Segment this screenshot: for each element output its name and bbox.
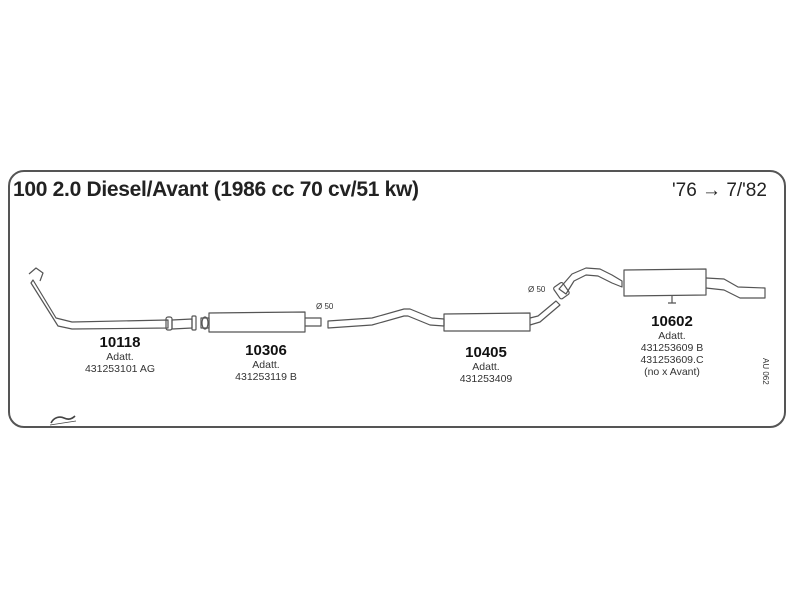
diagram-panel	[8, 170, 786, 428]
part-10602: 10602 Adatt. 431253609 B 431253609.C (no…	[617, 313, 727, 378]
muffler-10306	[208, 311, 306, 333]
pipe-joint	[171, 318, 193, 330]
part-line: 431253119 B	[235, 371, 297, 383]
part-line: (no x Avant)	[644, 366, 700, 378]
part-10118: 10118 Adatt. 431253101 AG	[70, 334, 170, 375]
pipe-inlet-10602	[558, 267, 623, 295]
part-number: 10602	[651, 313, 693, 330]
part-number: 10405	[465, 344, 507, 361]
downpipe-10118	[28, 267, 169, 330]
pipe-outlet-10405	[529, 300, 561, 326]
connector-sleeve	[553, 282, 570, 300]
part-10405: 10405 Adatt. 431253409	[436, 344, 536, 385]
part-line: 431253609 B	[640, 342, 704, 354]
muffler-10602	[623, 268, 707, 297]
part-line: 431253409	[459, 373, 513, 385]
part-number: 10118	[99, 334, 141, 351]
part-line: Adatt.	[252, 359, 280, 371]
flange-ring	[191, 315, 197, 331]
part-line: Adatt.	[106, 351, 134, 363]
pipe-10405-front	[327, 308, 445, 329]
part-line: 431253101 AG	[84, 363, 156, 375]
part-10306: 10306 Adatt. 431253119 B	[216, 342, 316, 383]
part-line: 431253609.C	[640, 354, 704, 366]
part-line: Adatt.	[472, 361, 500, 373]
brand-logo	[49, 415, 77, 426]
page-title: 100 2.0 Diesel/Avant (1986 cc 70 cv/51 k…	[13, 178, 419, 201]
part-line: Adatt.	[658, 330, 686, 342]
muffler-10405	[443, 312, 531, 332]
reference-code: AU 062	[761, 358, 770, 385]
model-years: '76 → 7/'82	[672, 180, 767, 201]
pipe-outlet-10306	[305, 317, 322, 327]
diameter-label: Ø 50	[528, 285, 546, 294]
part-number: 10306	[245, 342, 287, 359]
diameter-label: Ø 50	[316, 302, 334, 311]
hanger-bracket	[668, 296, 676, 304]
tailpipe-10602	[705, 277, 766, 299]
